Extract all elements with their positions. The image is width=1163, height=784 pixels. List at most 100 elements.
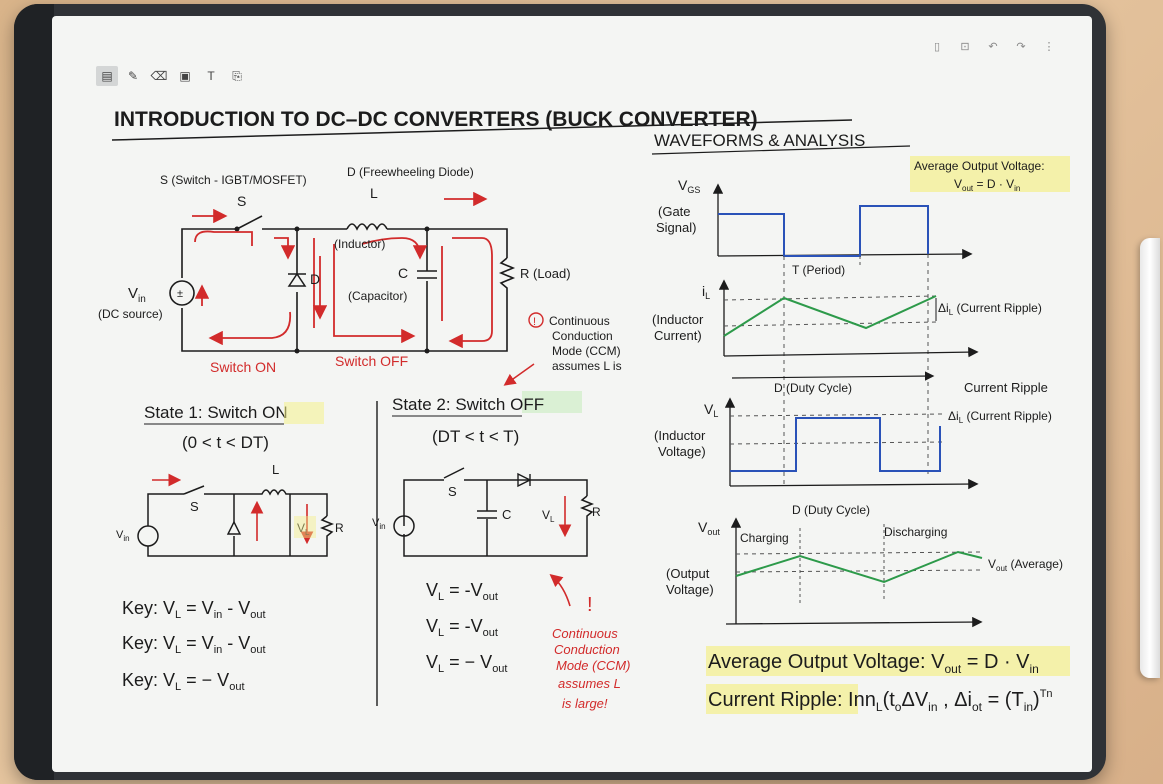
stylus-pen	[1140, 238, 1160, 678]
svg-text:ΔiL (Current Ripple): ΔiL (Current Ripple)	[948, 409, 1052, 425]
svg-text:VL = -Vout: VL = -Vout	[426, 616, 498, 639]
clipboard-icon[interactable]: ⎘	[232, 68, 242, 83]
node-dot	[424, 226, 430, 232]
load-label: R (Load)	[520, 266, 571, 281]
svg-text:(Gate: (Gate	[658, 204, 691, 219]
svg-text:T (Period): T (Period)	[792, 263, 845, 277]
red-ccm-note: ! Continuous Conduction Mode (CCM) assum…	[549, 573, 630, 711]
text-icon[interactable]: T	[207, 69, 215, 83]
state1-highlight	[284, 402, 324, 424]
tablet-bezel-edge	[14, 4, 54, 780]
state1-R: R	[335, 521, 344, 535]
state2-Vin: Vin	[372, 517, 386, 531]
toolbar: ▤ ✎ ⌫ ▣ T ⎘	[96, 66, 248, 86]
state1-S: S	[190, 499, 199, 514]
state1-vl-highlight	[294, 516, 316, 538]
svg-text:iL: iL	[702, 283, 710, 301]
svg-text:VL = − Vout: VL = − Vout	[426, 652, 507, 675]
svg-text:!: !	[533, 316, 536, 328]
svg-text:Mode (CCM): Mode (CCM)	[552, 344, 621, 358]
vin-plus-minus: ±	[177, 288, 183, 300]
state2-R: R	[592, 505, 601, 519]
svg-text:Current Ripple: Current Ripple	[964, 380, 1048, 395]
diode-label: D (Freewheeling Diode)	[347, 165, 474, 179]
svg-text:!: !	[587, 594, 593, 616]
svg-text:assumes L is: assumes L is	[552, 359, 622, 373]
svg-text:assumes L: assumes L	[558, 676, 621, 691]
state2-circuit	[393, 467, 595, 557]
svg-text:Vout (Average): Vout (Average)	[988, 557, 1063, 573]
current-flow-arrows	[192, 191, 493, 349]
output-voltage-waveform: D (Duty Cycle) Vout (Output Voltage) Cha…	[666, 503, 1063, 628]
switch-symbol-label: S	[237, 193, 246, 209]
avg-line-highlight	[706, 646, 1070, 676]
inductor-label: (Inductor)	[334, 237, 385, 251]
ripple-line-highlight	[706, 684, 858, 714]
current-ripple-formula: Current Ripple: InnL(toΔVin , Δiot = (Ti…	[708, 688, 1053, 714]
state2-S: S	[448, 484, 457, 499]
svg-text:VL: VL	[704, 401, 718, 419]
share-icon[interactable]: ⊡	[960, 41, 970, 53]
top-right-tools: ▯ ⊡ ↶ ↷ ⋮	[928, 40, 1058, 53]
redo-icon[interactable]: ↷	[1016, 41, 1026, 53]
state1-diode	[226, 520, 242, 535]
node-dot	[424, 348, 430, 354]
avg-box-title: Average Output Voltage:	[914, 159, 1045, 173]
state1-Vin: Vin	[116, 529, 130, 543]
svg-text:VL = -Vout: VL = -Vout	[426, 580, 498, 603]
vgs-waveform: VGS (Gate Signal) T (Period)	[656, 177, 973, 486]
lock-icon[interactable]: ▯	[933, 41, 941, 53]
state1-circuit	[137, 485, 335, 557]
svg-text:Vout: Vout	[698, 519, 720, 537]
state2-highlight	[522, 391, 582, 413]
svg-text:is large!: is large!	[562, 696, 608, 711]
svg-text:Discharging: Discharging	[884, 525, 947, 539]
svg-text:Continuous: Continuous	[549, 314, 610, 328]
svg-text:Voltage): Voltage)	[658, 444, 706, 459]
svg-text:(Inductor: (Inductor	[652, 312, 704, 327]
waveforms-heading: WAVEFORMS & ANALYSIS	[654, 131, 865, 150]
diode-symbol	[287, 272, 307, 287]
title-underline	[111, 119, 853, 141]
svg-text:Mode (CCM): Mode (CCM)	[556, 658, 630, 673]
state2-diode	[517, 472, 532, 488]
state1-VL: VL	[297, 521, 310, 537]
dc-source-label: (DC source)	[98, 307, 163, 321]
state1-L: L	[272, 462, 279, 477]
inductor-voltage-waveform: VL (Inductor Voltage)	[654, 397, 979, 490]
pen-icon[interactable]: ✎	[127, 69, 139, 83]
state1-range: (0 < t < DT)	[182, 433, 269, 452]
state2-C: C	[502, 507, 511, 522]
state1-title: State 1: Switch ON	[144, 403, 288, 422]
svg-text:(Output: (Output	[666, 566, 710, 581]
eraser-icon[interactable]: ⌫	[150, 69, 168, 83]
undo-icon[interactable]: ↶	[988, 41, 998, 53]
notes-canvas: INTRODUCTION TO DC–DC CONVERTERS (BUCK C…	[98, 108, 1070, 714]
svg-text:Conduction: Conduction	[554, 642, 620, 657]
svg-text:ΔiL (Current Ripple): ΔiL (Current Ripple)	[938, 301, 1042, 317]
svg-text:Continuous: Continuous	[552, 626, 618, 641]
svg-text:Key: VL = Vin - Vout: Key: VL = Vin - Vout	[122, 633, 266, 656]
more-icon[interactable]: ⋮	[1043, 41, 1055, 53]
left-equations: Key: VL = Vin - Vout Key: VL = Vin - Vou…	[122, 598, 266, 693]
svg-text:D (Duty Cycle): D (Duty Cycle)	[792, 503, 870, 517]
svg-text:Voltage): Voltage)	[666, 582, 714, 597]
vin-label: Vin	[128, 285, 146, 305]
save-icon[interactable]: ▣	[179, 69, 191, 83]
switch-on-label: Switch ON	[210, 359, 276, 375]
avg-output-formula: Average Output Voltage: Vout = D · Vin	[708, 651, 1039, 676]
capacitor-symbol-label: C	[398, 265, 408, 281]
diode-symbol-label: D	[310, 271, 320, 287]
node-dot	[294, 226, 300, 232]
svg-text:Charging: Charging	[740, 531, 789, 545]
switch-off-label: Switch OFF	[335, 353, 408, 369]
sidebar-icon[interactable]: ▤	[96, 66, 118, 86]
node-dot	[294, 348, 300, 354]
svg-text:VGS: VGS	[678, 177, 700, 195]
notebook-screen: ▤ ✎ ⌫ ▣ T ⎘ ▯ ⊡ ↶ ↷ ⋮ INTRODUCTION TO DC…	[52, 16, 1092, 772]
svg-text:Signal): Signal)	[656, 220, 696, 235]
avg-box-formula: Vout = D · Vin	[954, 177, 1020, 193]
svg-text:Key: VL = Vin - Vout: Key: VL = Vin - Vout	[122, 598, 266, 621]
ccm-note: ! Continuous Conduction Mode (CCM) assum…	[503, 312, 622, 386]
inductor-symbol-label: L	[370, 185, 378, 201]
